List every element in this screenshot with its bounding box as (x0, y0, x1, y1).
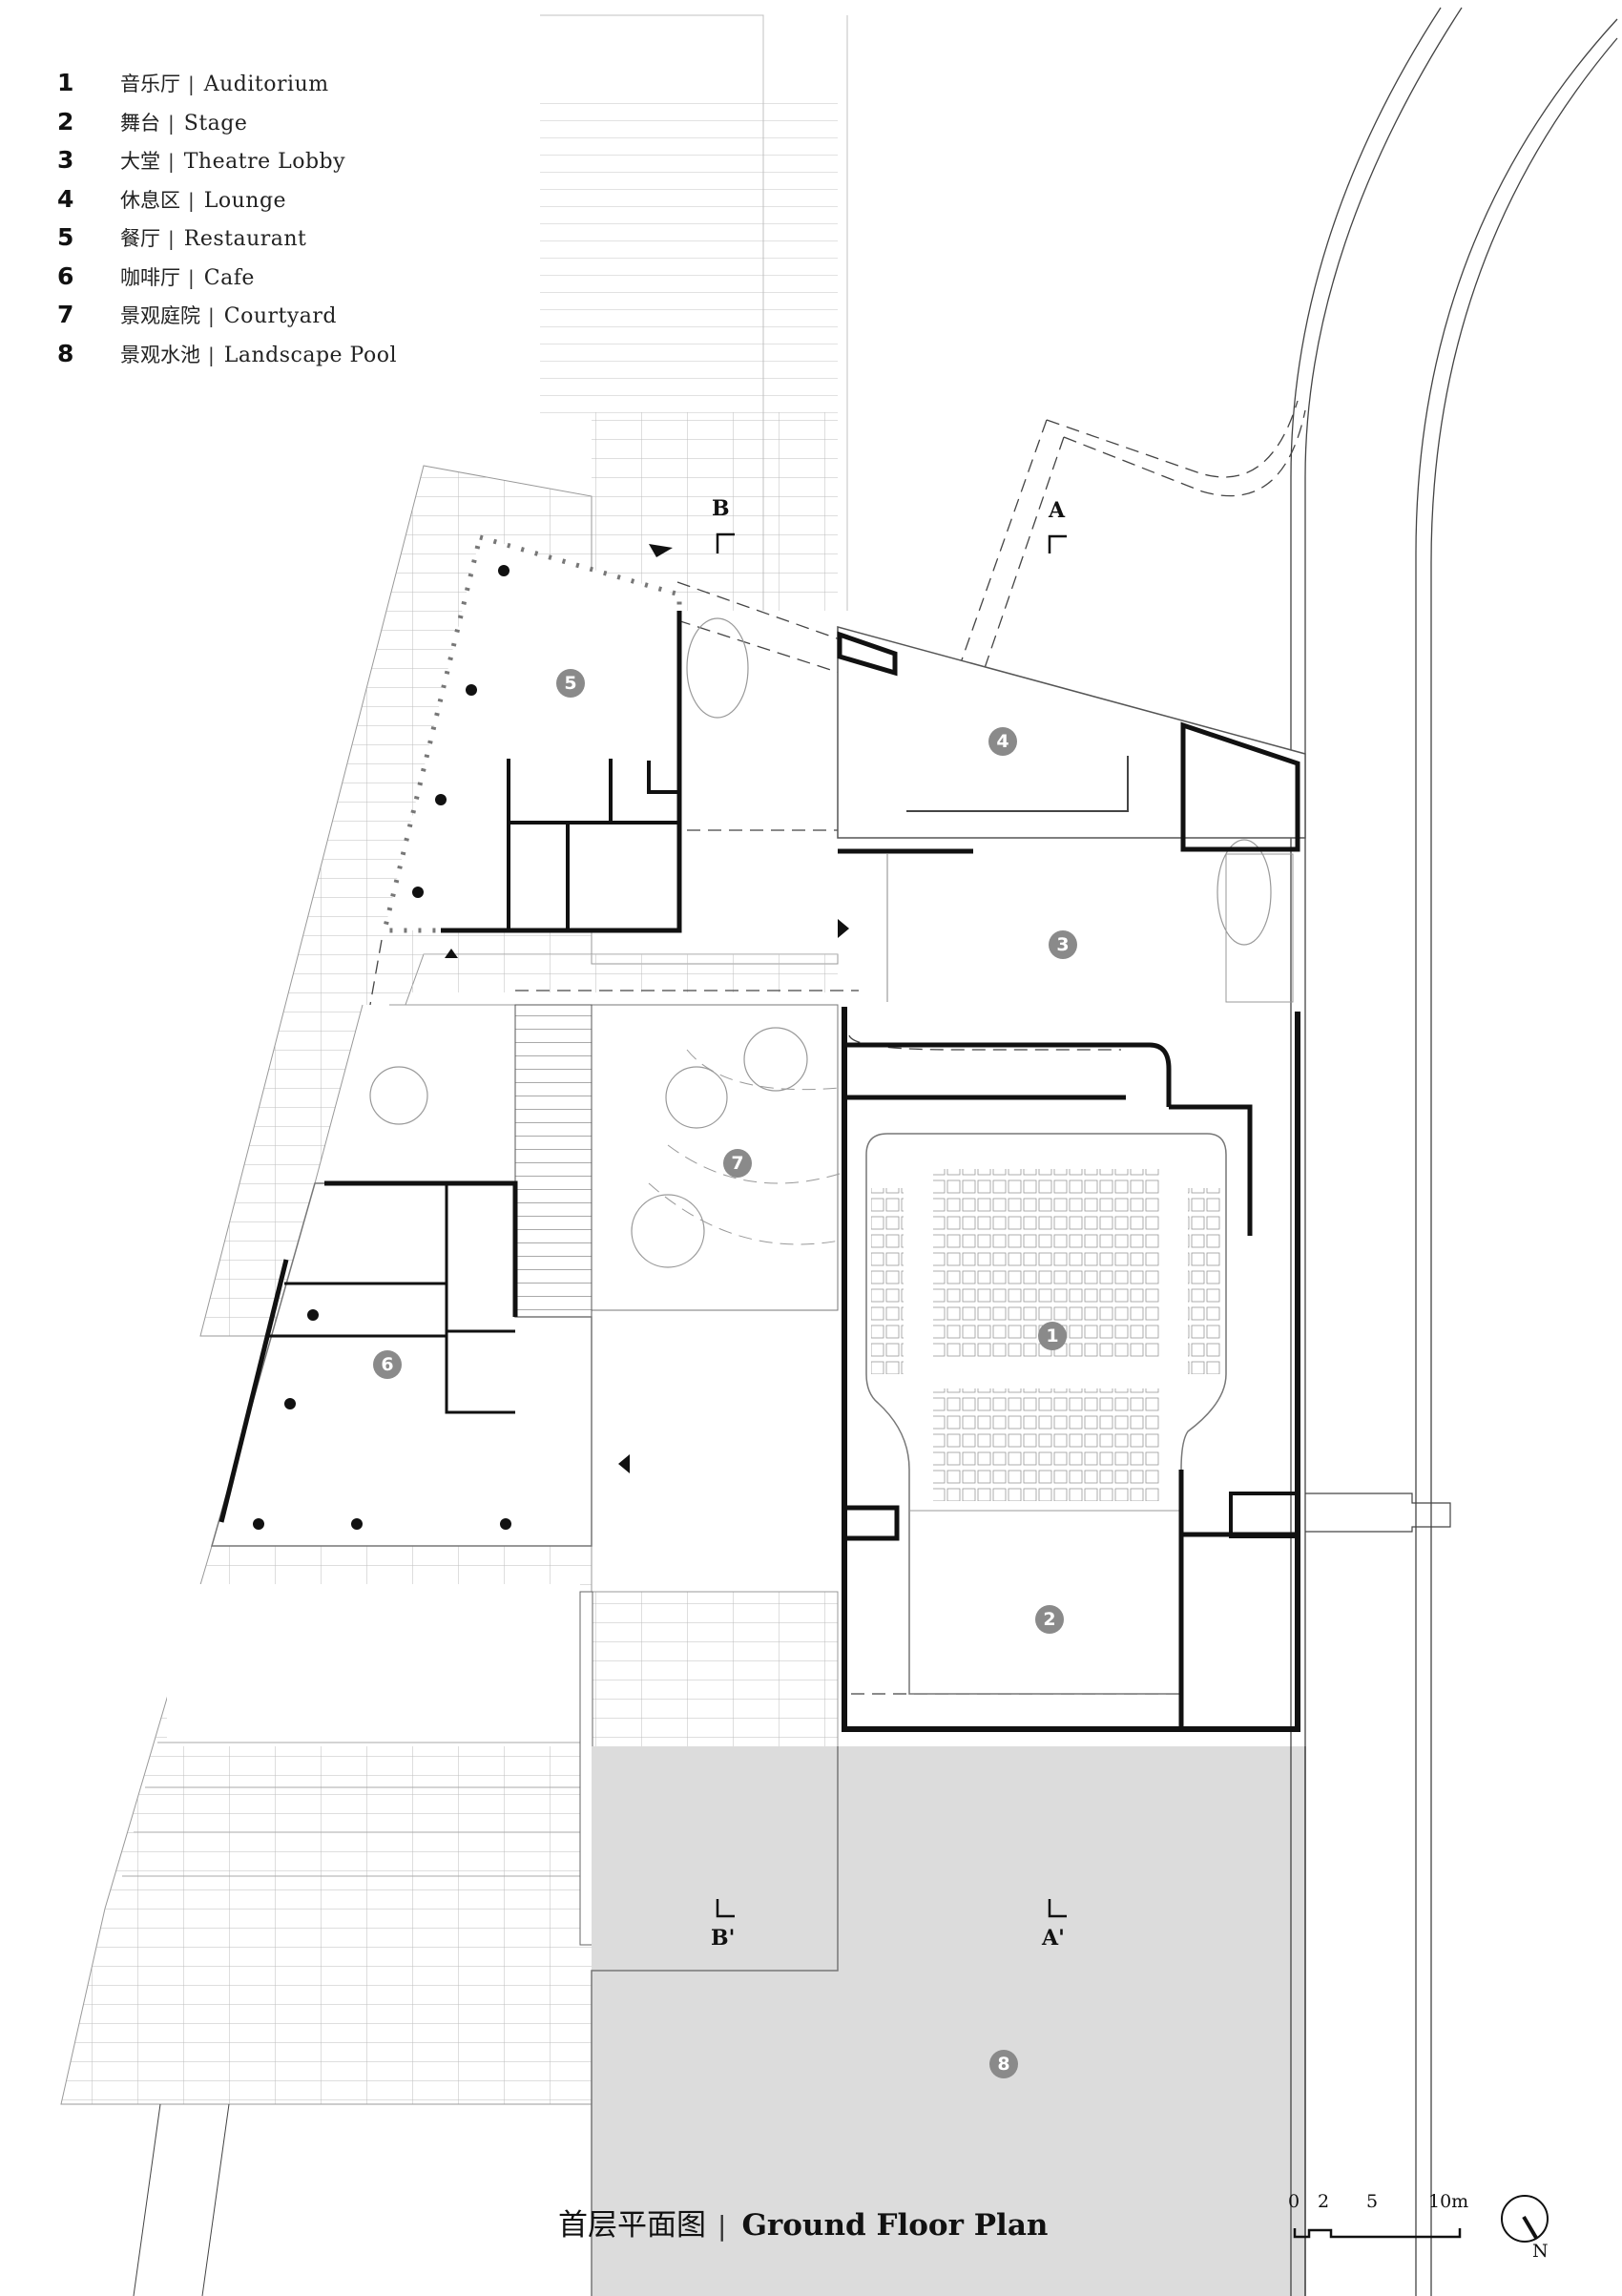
legend-separator: | (188, 188, 195, 212)
legend-item-auditorium: 1 音乐厅 | Auditorium (57, 69, 397, 108)
theatre-block (842, 1007, 1300, 1732)
entrance-arrows (445, 544, 849, 1473)
legend-label-en: Theatre Lobby (183, 150, 346, 174)
legend-label-cn: 音乐厅 (120, 73, 180, 95)
title-separator: | (717, 2210, 727, 2242)
legend-item-theatre-lobby: 3 大堂 | Theatre Lobby (57, 146, 397, 185)
north-label: N (1532, 2241, 1549, 2262)
legend-label-cn: 咖啡厅 (120, 265, 180, 289)
north-terrace-paving (540, 14, 848, 611)
legend-number: 1 (57, 69, 74, 96)
section-label-b: B (712, 496, 730, 521)
legend-label-cn: 舞台 (120, 111, 160, 135)
legend-label-en: Courtyard (223, 304, 337, 328)
legend-number: 4 (57, 184, 74, 213)
legend-label-cn: 餐厅 (120, 227, 160, 250)
legend-separator: | (188, 265, 195, 289)
legend-label-cn: 景观水池 (120, 343, 200, 366)
legend-separator: | (188, 73, 195, 95)
room-marker-restaurant: 5 (556, 669, 585, 698)
section-label-b-prime: B' (711, 1926, 736, 1951)
legend-number: 7 (57, 301, 74, 328)
legend-label-cn: 休息区 (120, 188, 180, 212)
legend-item-cafe: 6 咖啡厅 | Cafe (57, 262, 397, 302)
legend-separator: | (168, 111, 175, 135)
legend-label-cn: 景观庭院 (120, 304, 200, 327)
legend-number: 6 (57, 261, 74, 290)
legend-label-en: Auditorium (203, 73, 329, 96)
room-marker-courtyard: 7 (723, 1149, 752, 1178)
scale-label-2: 2 (1318, 2191, 1330, 2212)
lounge-block (837, 626, 1306, 854)
legend-item-courtyard: 7 景观庭院 | Courtyard (57, 301, 397, 340)
legend-item-stage: 2 舞台 | Stage (57, 108, 397, 147)
landscape-pool (592, 1746, 1305, 2296)
legend-label-en: Stage (183, 111, 248, 136)
scale-label-0: 0 (1288, 2191, 1300, 2212)
lobby-block (886, 853, 1294, 1003)
legend-separator: | (208, 343, 215, 366)
section-label-a-prime: A' (1042, 1926, 1065, 1951)
legend-item-restaurant: 5 餐厅 | Restaurant (57, 223, 397, 262)
legend-label-cn: 大堂 (120, 150, 160, 173)
east-access-path (1305, 1492, 1451, 1533)
legend-number: 2 (57, 107, 74, 136)
scale-bar (1293, 2228, 1462, 2239)
courtyard (314, 617, 1272, 1332)
legend: 1 音乐厅 | Auditorium 2 舞台 | Stage 3 大堂 | T… (57, 69, 397, 378)
legend-label-en: Lounge (203, 188, 287, 213)
legend-item-landscape-pool: 8 景观水池 | Landscape Pool (57, 340, 397, 379)
north-arrow-icon (1501, 2195, 1549, 2243)
room-marker-lounge: 4 (988, 727, 1017, 756)
title-cn: 首层平面图 (558, 2208, 706, 2243)
legend-separator: | (168, 150, 175, 173)
scale-label-5: 5 (1366, 2191, 1379, 2212)
legend-label-en: Landscape Pool (223, 343, 397, 367)
legend-number: 3 (57, 146, 74, 174)
legend-label-en: Restaurant (183, 227, 307, 251)
legend-item-lounge: 4 休息区 | Lounge (57, 185, 397, 224)
restaurant-block (381, 533, 682, 933)
section-label-a: A (1049, 498, 1066, 523)
title-en: Ground Floor Plan (741, 2208, 1049, 2243)
legend-number: 8 (57, 339, 74, 367)
legend-number: 5 (57, 223, 74, 251)
room-marker-pool: 8 (989, 2050, 1018, 2078)
scale-label-10m: 10m (1428, 2191, 1469, 2212)
room-marker-stage: 2 (1035, 1605, 1064, 1634)
legend-separator: | (208, 304, 215, 327)
room-marker-auditorium: 1 (1038, 1322, 1067, 1350)
room-marker-lobby: 3 (1049, 930, 1077, 959)
road-lines (1290, 7, 1618, 2296)
drawing-title: 首层平面图 | Ground Floor Plan (558, 2201, 1048, 2244)
legend-separator: | (168, 227, 175, 250)
legend-label-en: Cafe (203, 265, 255, 290)
section-cut-symbols (716, 532, 1067, 1918)
room-marker-cafe: 6 (373, 1350, 402, 1379)
cafe-block (211, 1180, 593, 1547)
